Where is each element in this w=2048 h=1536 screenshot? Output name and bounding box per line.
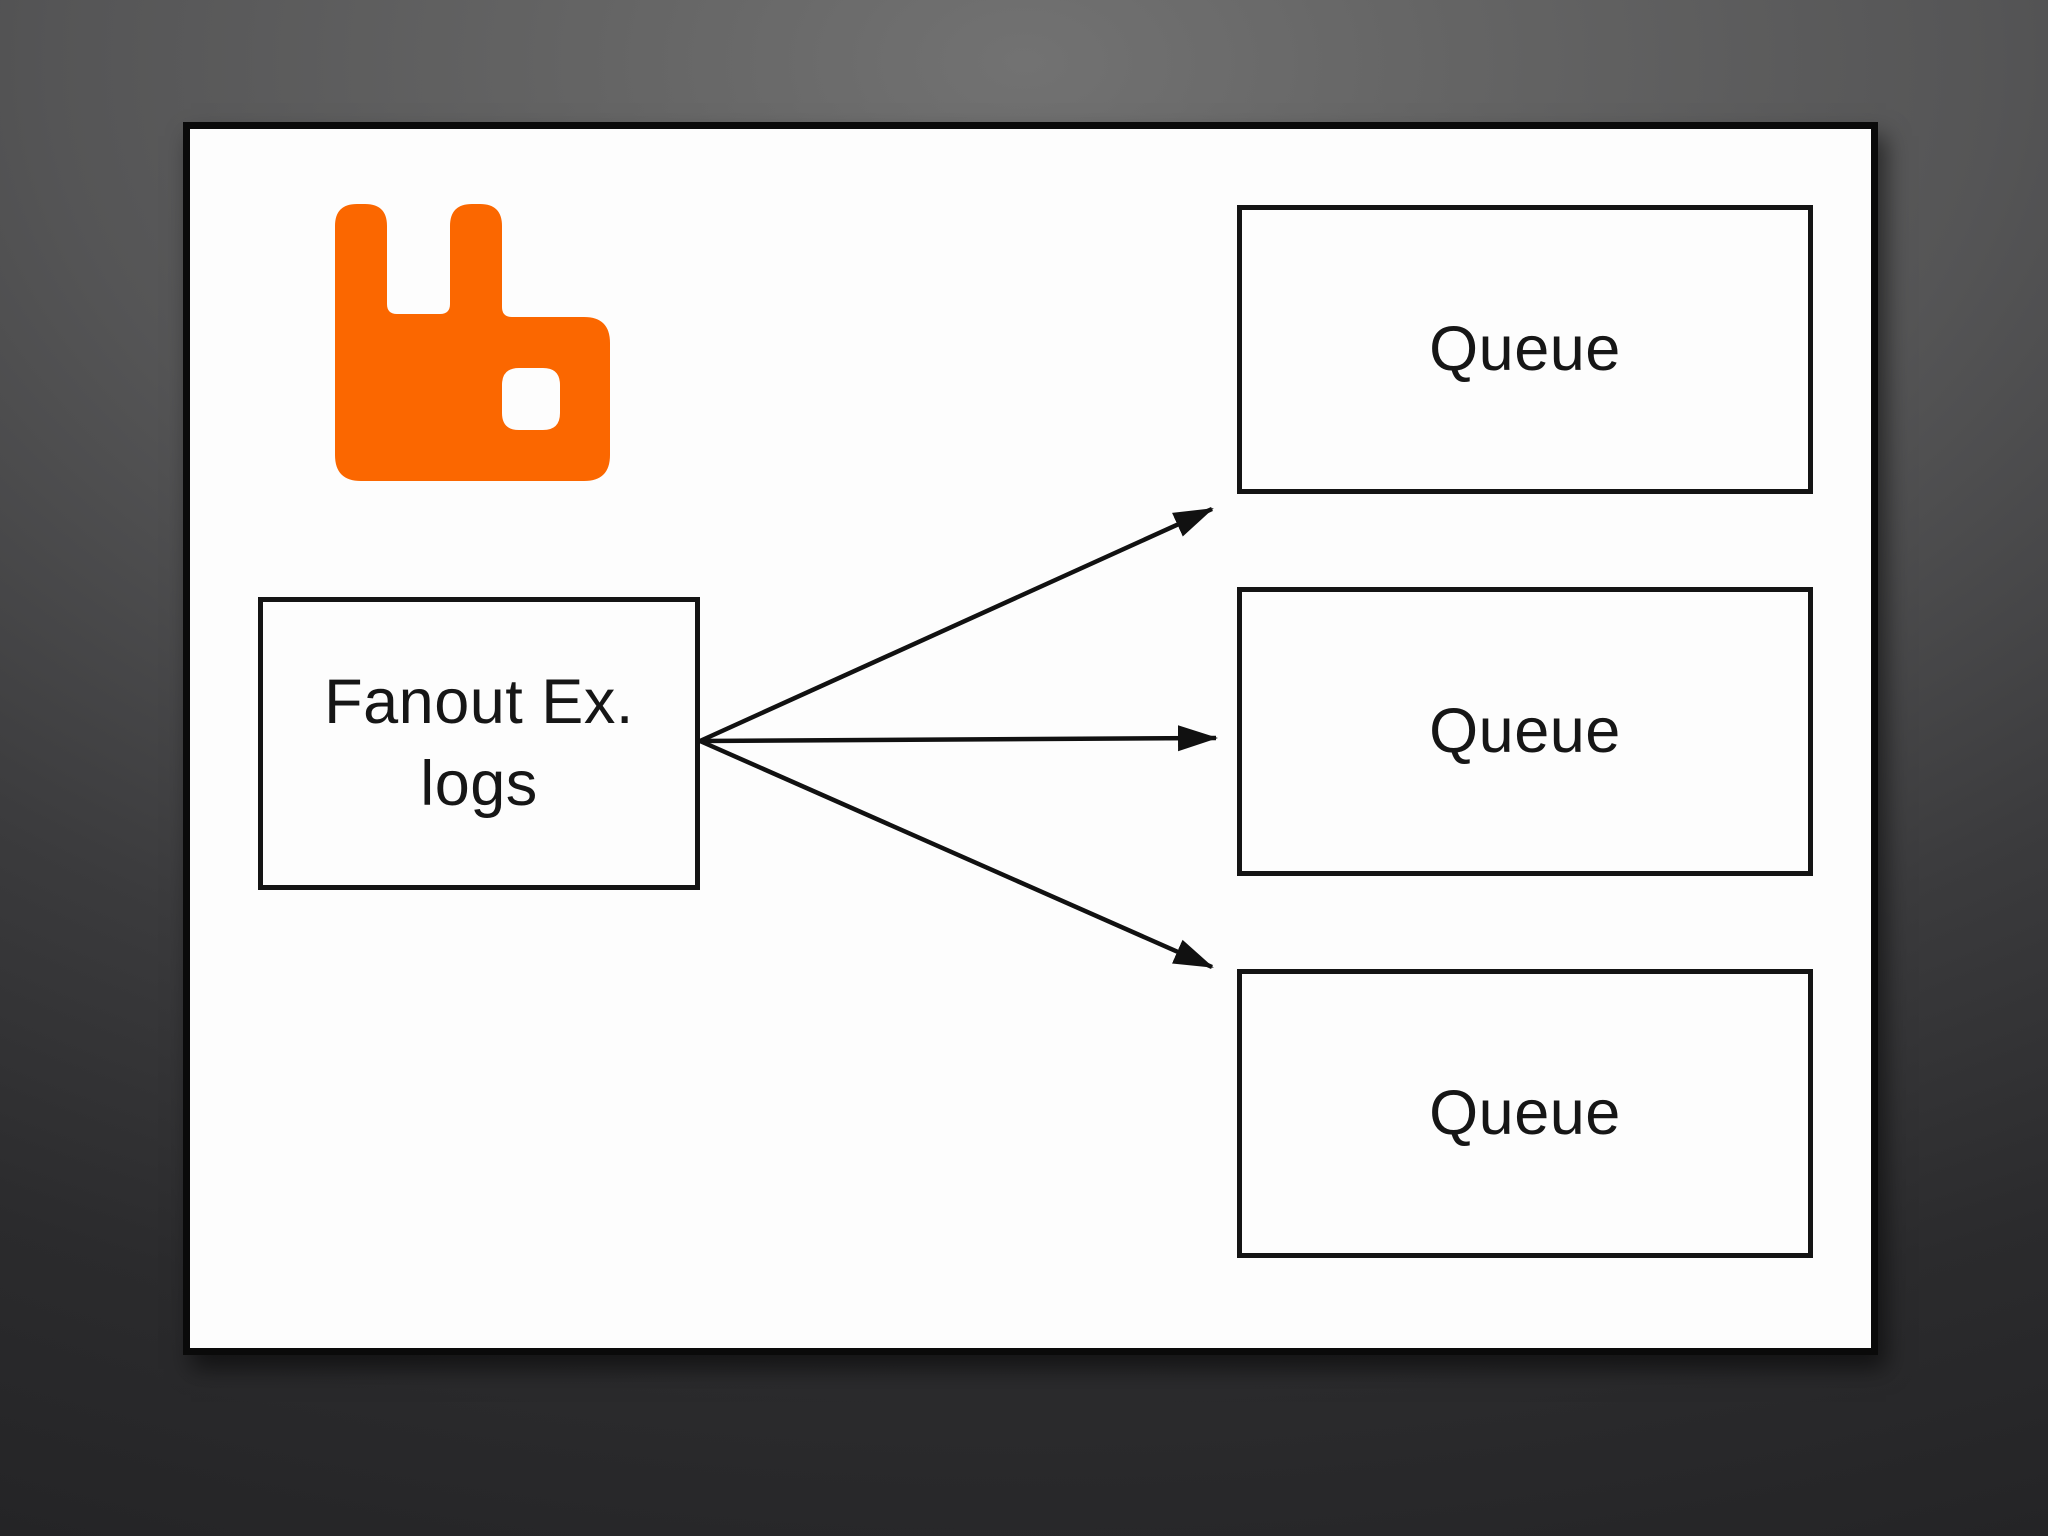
queue-node-2: Queue [1237,587,1813,876]
queue-node-1: Queue [1237,205,1813,494]
arrow-exchange-to-queue-3 [699,738,1214,970]
queue-1-label: Queue [1429,313,1621,384]
queue-2-label: Queue [1429,695,1621,766]
diagram-area: Fanout Ex. logs Queue Queue Queue [190,129,1871,1348]
rabbitmq-logo-icon [335,204,610,481]
queue-node-3: Queue [1237,969,1813,1258]
arrow-exchange-to-queue-1 [699,506,1214,744]
exchange-node-fanout-logs: Fanout Ex. logs [258,597,700,890]
queue-3-label: Queue [1429,1077,1621,1148]
exchange-label-line2: logs [420,748,538,819]
rabbitmq-logo-shape [335,204,610,481]
exchange-label-line1: Fanout Ex. [324,666,634,737]
arrow-exchange-to-queue-2 [699,725,1218,752]
slide-canvas: Fanout Ex. logs Queue Queue Queue [183,122,1878,1355]
exchange-label: Fanout Ex. logs [324,662,634,826]
